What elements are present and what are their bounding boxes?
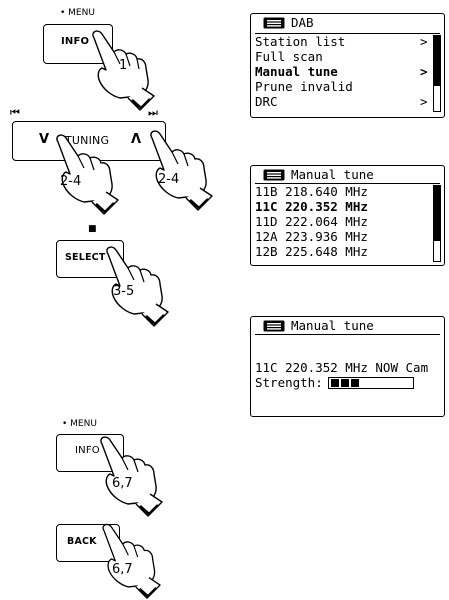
screen-title: Manual tune — [291, 319, 374, 333]
scrollbar[interactable] — [433, 185, 441, 262]
pointing-hand-icon — [88, 516, 178, 600]
channel-row[interactable]: 12B 225.648 MHz — [255, 245, 368, 259]
signal-strength-meter — [328, 377, 414, 389]
step-number: 6,7 — [112, 562, 133, 577]
scrollbar[interactable] — [433, 35, 441, 112]
channel-row[interactable]: 11B 218.640 MHz — [255, 185, 368, 199]
step-number: 2-4 — [158, 172, 179, 187]
menu-item-prune-invalid[interactable]: Prune invalid — [255, 80, 353, 94]
channel-row[interactable]: 11D 222.064 MHz — [255, 215, 368, 229]
lcd-screen-manual-tune-strength: Manual tune 11C 220.352 MHz NOW Cam Stre… — [250, 316, 445, 417]
pointing-hand-icon — [88, 428, 178, 518]
strength-segment — [341, 379, 349, 387]
strength-segment — [331, 379, 339, 387]
submenu-arrow-icon: > — [420, 95, 428, 109]
step-number: 1 — [119, 58, 127, 73]
menu-caption: • MENU — [60, 8, 95, 18]
header-divider — [255, 334, 440, 335]
menu-item-drc[interactable]: DRC — [255, 95, 278, 109]
step-number: 6,7 — [112, 476, 133, 491]
menu-icon — [263, 17, 285, 29]
scrollbar-thumb[interactable] — [434, 186, 440, 241]
skip-forward-icon: ⏭ — [148, 106, 158, 120]
menu-item-station-list[interactable]: Station list — [255, 35, 345, 49]
step-number: 2-4 — [60, 174, 81, 189]
scrollbar-thumb[interactable] — [434, 36, 440, 86]
screen-header: DAB — [255, 16, 314, 30]
channel-row[interactable]: 12A 223.936 MHz — [255, 230, 368, 244]
screen-title: DAB — [291, 16, 314, 30]
submenu-arrow-icon: > — [420, 65, 428, 79]
skip-back-icon: ⏮ — [10, 106, 20, 120]
submenu-arrow-icon: > — [420, 35, 428, 49]
screen-header: Manual tune — [255, 319, 374, 333]
lcd-screen-manual-tune-list: Manual tune 11B 218.640 MHz 11C 220.352 … — [250, 165, 445, 266]
menu-item-full-scan[interactable]: Full scan — [255, 50, 323, 64]
strength-label: Strength: — [255, 376, 323, 390]
channel-row-selected[interactable]: 11C 220.352 MHz — [255, 200, 368, 214]
station-info-line: 11C 220.352 MHz NOW Cam — [255, 361, 428, 375]
strength-segment — [351, 379, 359, 387]
pointing-hand-icon — [44, 126, 134, 216]
screen-header: Manual tune — [255, 168, 374, 182]
lcd-screen-dab-menu: DAB Station list Full scan Manual tune P… — [250, 13, 445, 118]
menu-item-manual-tune[interactable]: Manual tune — [255, 65, 338, 79]
menu-icon — [263, 169, 285, 181]
menu-icon — [263, 320, 285, 332]
step-number: 3-5 — [113, 284, 134, 299]
select-square-icon: ■ — [88, 224, 97, 234]
pointing-hand-icon — [138, 122, 228, 212]
pointing-hand-icon — [94, 238, 184, 328]
screen-title: Manual tune — [291, 168, 374, 182]
